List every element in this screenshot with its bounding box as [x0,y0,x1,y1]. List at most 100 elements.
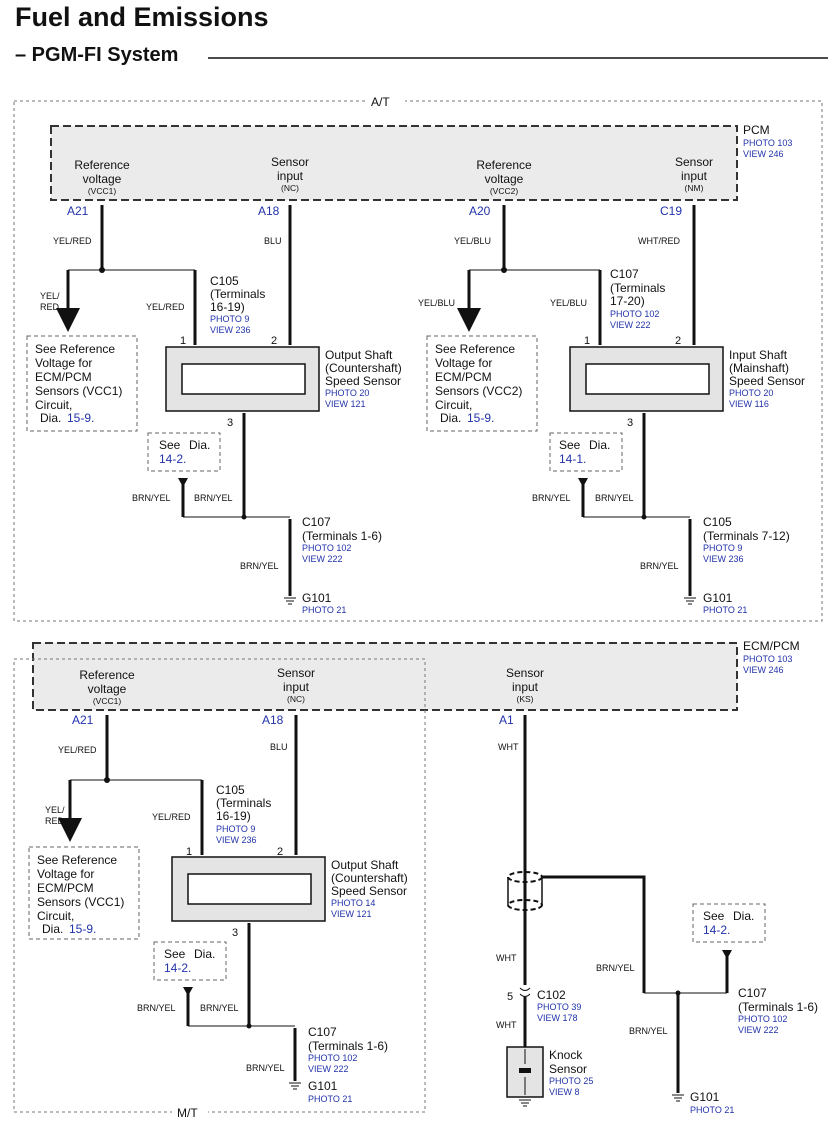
svg-text:PHOTO 39: PHOTO 39 [537,1002,581,1012]
svg-text:(Terminals 1-6): (Terminals 1-6) [308,1039,388,1053]
svg-text:PHOTO 102: PHOTO 102 [302,543,351,553]
mt-label: M/T [177,1106,198,1120]
top-right-circuit: YEL/BLU WHT/RED YEL/BLU YEL/BLU C107 (Te… [418,205,805,615]
svg-text:Dia.: Dia. [440,411,461,425]
svg-text:See: See [159,438,181,452]
svg-text:Sensors (VCC2): Sensors (VCC2) [435,384,522,398]
svg-text:(VCC1): (VCC1) [88,186,117,196]
ecm-pcm-view: VIEW 246 [743,665,784,675]
see-note-14-1 [549,432,623,472]
svg-text:(Terminals: (Terminals [610,281,665,295]
svg-text:(NC): (NC) [281,183,299,193]
pcm-terminal-nc: Sensor input (NC) A18 [258,155,309,218]
svg-text:Dia.: Dia. [733,909,754,923]
svg-text:Sensor: Sensor [271,155,309,169]
svg-text:PHOTO 102: PHOTO 102 [610,309,659,319]
svg-text:Voltage for: Voltage for [435,356,492,370]
svg-text:(KS): (KS) [517,694,534,704]
svg-text:VIEW 222: VIEW 222 [308,1064,349,1074]
svg-text:input: input [681,169,708,183]
pin-c19: C19 [660,204,682,218]
section-title: – PGM-FI System [15,44,179,66]
ecm-terminal-vcc1: Reference voltage (VCC1) A21 [72,668,135,727]
pcm-photo: PHOTO 103 [743,138,792,148]
svg-text:YEL/BLU: YEL/BLU [550,298,587,308]
svg-text:15-9.: 15-9. [467,411,494,425]
svg-text:Sensor: Sensor [675,155,713,169]
pcm-view: VIEW 246 [743,149,784,159]
svg-text:YEL/RED: YEL/RED [146,302,185,312]
svg-text:See: See [164,947,186,961]
svg-text:C105: C105 [703,515,732,529]
svg-text:WHT/RED: WHT/RED [638,236,680,246]
svg-text:(Terminals: (Terminals [210,287,265,301]
svg-text:(VCC2): (VCC2) [490,186,519,196]
svg-text:Voltage for: Voltage for [37,867,94,881]
svg-text:YEL/RED: YEL/RED [152,812,191,822]
pin-a21-mt: A21 [72,713,94,727]
svg-text:14-2.: 14-2. [159,452,186,466]
svg-text:2: 2 [675,335,681,347]
svg-text:ECM/PCM: ECM/PCM [37,881,94,895]
svg-text:PHOTO 9: PHOTO 9 [703,543,742,553]
svg-text:Dia.: Dia. [189,438,210,452]
top-left-circuit: YEL/RED BLU YEL/ RED YEL/RED C105 (Termi… [26,205,402,615]
svg-text:VIEW 8: VIEW 8 [549,1087,580,1097]
svg-text:Dia.: Dia. [194,947,215,961]
svg-text:C105: C105 [216,783,245,797]
pin-a18: A18 [258,204,280,218]
svg-text:Reference: Reference [476,158,532,172]
pin-a20: A20 [469,204,491,218]
svg-text:(Terminals 1-6): (Terminals 1-6) [302,529,382,543]
svg-text:(Terminals 7-12): (Terminals 7-12) [703,529,790,543]
svg-text:Dia.: Dia. [589,438,610,452]
svg-text:Sensor: Sensor [506,666,544,680]
pin-a21: A21 [67,204,89,218]
svg-text:(Countershaft): (Countershaft) [325,361,402,375]
svg-text:VIEW 116: VIEW 116 [729,399,769,409]
svg-text:(Countershaft): (Countershaft) [331,871,408,885]
svg-text:Sensors (VCC1): Sensors (VCC1) [35,384,122,398]
ref-note-vcc1 [26,335,138,432]
svg-text:YEL/BLU: YEL/BLU [454,236,491,246]
svg-text:(Mainshaft): (Mainshaft) [729,361,789,375]
svg-text:Circuit,: Circuit, [35,398,72,412]
svg-text:ECM/PCM: ECM/PCM [435,370,492,384]
svg-text:G101: G101 [302,591,332,605]
svg-text:PHOTO 102: PHOTO 102 [738,1014,787,1024]
bottom-left-circuit: YEL/RED BLU YEL/ RED YEL/RED C105 (Termi… [28,715,408,1104]
svg-text:input: input [277,169,304,183]
svg-text:BRN/YEL: BRN/YEL [132,493,171,503]
svg-text:VIEW 178: VIEW 178 [537,1013,578,1023]
svg-text:Sensor: Sensor [549,1062,587,1076]
svg-text:YEL/BLU: YEL/BLU [418,298,455,308]
pcm-terminal-nm: Sensor input (NM) C19 [660,155,713,218]
svg-text:PHOTO 21: PHOTO 21 [308,1094,352,1104]
svg-text:(Terminals 1-6): (Terminals 1-6) [738,1000,818,1014]
svg-text:2: 2 [277,846,283,858]
svg-text:input: input [512,680,539,694]
ecm-pcm-box [32,642,738,711]
pcm-name: PCM [743,123,770,137]
svg-text:Output Shaft: Output Shaft [325,348,393,362]
svg-text:YEL/: YEL/ [45,805,65,815]
see-note-14-2-knock [692,903,766,943]
svg-text:Dia.: Dia. [40,411,61,425]
svg-text:C105: C105 [210,274,239,288]
svg-text:(Terminals: (Terminals [216,796,271,810]
svg-text:3: 3 [232,927,238,939]
svg-text:Input Shaft: Input Shaft [729,348,788,362]
knock-sensor-circuit: WHT WHT 5 C102 PHOTO 39 VIEW 178 WHT Kno… [496,715,818,1115]
svg-text:C107: C107 [738,986,767,1000]
svg-text:Speed Sensor: Speed Sensor [331,884,407,898]
svg-text:PHOTO 20: PHOTO 20 [325,388,369,398]
svg-text:RED: RED [45,816,65,826]
see-note-14-2 [147,432,221,472]
at-label: A/T [371,95,390,109]
svg-text:BRN/YEL: BRN/YEL [532,493,571,503]
svg-text:Knock: Knock [549,1048,583,1062]
svg-text:15-9.: 15-9. [69,922,96,936]
svg-text:voltage: voltage [485,172,524,186]
svg-text:16-19): 16-19) [210,300,245,314]
